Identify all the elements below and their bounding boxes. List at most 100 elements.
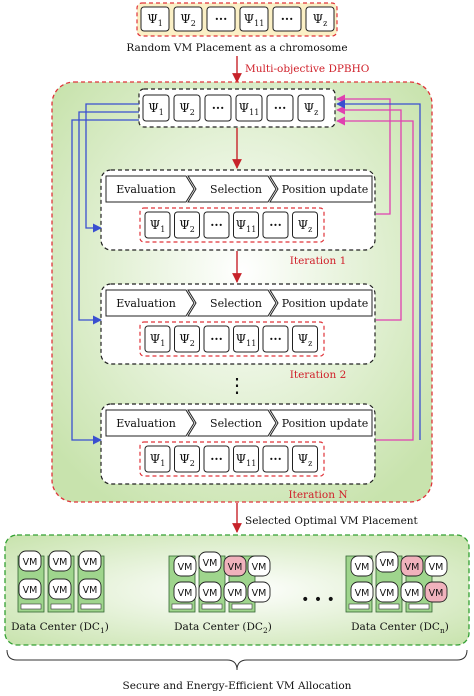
step-label: Evaluation: [116, 297, 176, 310]
vm-node: [18, 550, 42, 572]
vm-node: [48, 550, 72, 572]
iteration-label: Iteration 1: [290, 255, 347, 267]
gene-label: ···: [269, 452, 282, 466]
gene-label: Ψ1: [147, 12, 163, 28]
gene-label: Ψ11: [236, 452, 257, 468]
gene-cell: [262, 445, 289, 473]
selected-placement-label: Selected Optimal VM Placement: [245, 515, 419, 527]
gene-label: ···: [210, 332, 223, 346]
gene-cell: [144, 445, 171, 473]
vm-label: VM: [83, 557, 98, 568]
footer-caption: Secure and Energy-Efficient VM Allocatio…: [123, 680, 352, 692]
gene-label: Ψz: [298, 452, 313, 468]
vm-label: VM: [23, 557, 38, 568]
vm-node: [350, 555, 374, 577]
vm-node: [400, 555, 424, 577]
magenta-feedback-arrows: [336, 94, 414, 441]
gene-cell: [144, 325, 171, 353]
gene-cell: [262, 211, 289, 239]
step-label: Position update: [282, 297, 369, 310]
gene-label: Ψ2: [179, 332, 195, 348]
gene-cell: [235, 94, 263, 122]
vm-label: VM: [252, 588, 267, 599]
gene-label: Ψz: [298, 218, 313, 234]
step-chevron: [269, 175, 373, 203]
vm-node: [247, 555, 271, 577]
step-chevron: [187, 289, 277, 317]
vm-node: [173, 555, 197, 577]
gene-cell: [144, 211, 171, 239]
vm-node: [173, 581, 197, 603]
gene-label: Ψz: [304, 101, 319, 117]
gene-cell: [174, 445, 200, 473]
gene-label: ···: [281, 12, 294, 26]
vm-node: [375, 581, 399, 603]
iteration-label: Iteration N: [288, 489, 347, 501]
vm-label: VM: [203, 588, 218, 599]
vm-label: VM: [252, 562, 267, 573]
gene-cell: [203, 211, 230, 239]
vm-label: VM: [23, 585, 38, 596]
gene-cell: [305, 6, 335, 32]
gene-label: ···: [269, 218, 282, 232]
vm-node: [350, 581, 374, 603]
vm-label: VM: [405, 588, 420, 599]
vm-node: [198, 551, 222, 573]
vm-label: VM: [83, 585, 98, 596]
blue-feedback-arrows: [71, 103, 139, 445]
datacenter-label: Data Center (DCn): [351, 621, 449, 635]
gene-label: ···: [269, 332, 282, 346]
gene-label: Ψz: [298, 332, 313, 348]
gene-cell: [233, 445, 259, 473]
step-chevron: [105, 289, 195, 317]
step-chevron: [105, 175, 195, 203]
step-chevron: [269, 409, 373, 437]
vm-node: [78, 550, 102, 572]
step-label: Position update: [282, 417, 369, 430]
algorithm-title: Multi-objective DPBHO: [245, 63, 370, 75]
step-chevron: [269, 289, 373, 317]
vm-label: VM: [228, 562, 243, 573]
gene-cell: [262, 325, 289, 353]
step-label: Selection: [210, 183, 262, 196]
vm-node: [48, 578, 72, 600]
gene-label: ···: [274, 101, 287, 115]
step-chevron: [187, 409, 277, 437]
vm-node: [198, 581, 222, 603]
gene-cell: [239, 6, 269, 32]
gene-cell: [173, 6, 203, 32]
random-placement-caption: Random VM Placement as a chromosome: [126, 42, 347, 54]
gene-cell: [292, 211, 318, 239]
datacenter-label: Data Center (DC2): [174, 621, 272, 635]
gene-label: ···: [210, 218, 223, 232]
gene-cell: [206, 6, 236, 32]
gene-label: Ψ1: [150, 332, 166, 348]
vm-node: [18, 578, 42, 600]
gene-cell: [233, 325, 259, 353]
gene-label: Ψ1: [150, 452, 166, 468]
step-label: Evaluation: [116, 417, 176, 430]
gene-cell: [140, 6, 170, 32]
gene-cell: [272, 6, 302, 32]
vm-label: VM: [355, 588, 370, 599]
vm-label: VM: [53, 585, 68, 596]
vm-label: VM: [178, 588, 193, 599]
vm-node: [424, 581, 448, 603]
vm-node: [400, 581, 424, 603]
gene-cell: [142, 94, 170, 122]
gene-label: Ψ11: [244, 12, 265, 28]
gene-cell: [297, 94, 325, 122]
gene-cell: [233, 211, 259, 239]
gene-cell: [292, 445, 318, 473]
